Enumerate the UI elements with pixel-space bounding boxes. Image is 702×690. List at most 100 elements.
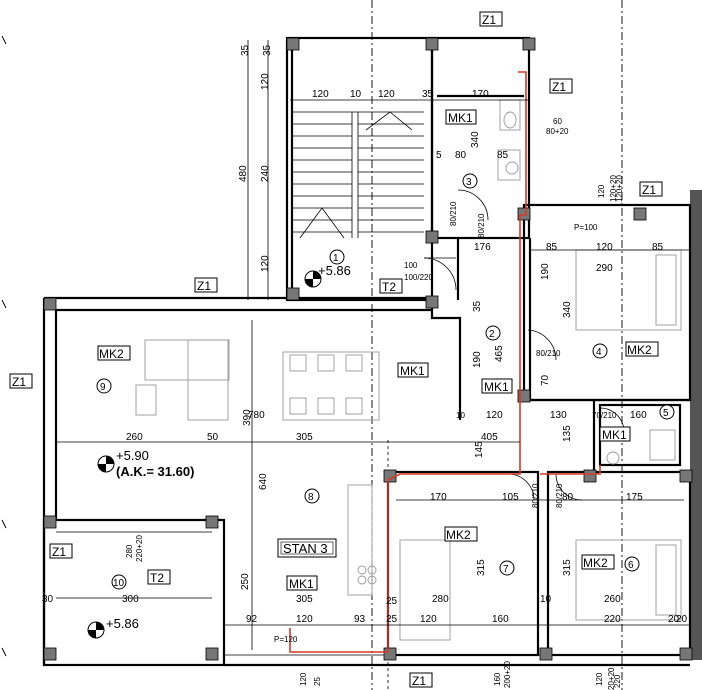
svg-text:120: 120: [378, 89, 395, 100]
zone-tag: Z1: [412, 674, 426, 688]
room-number-9: 9: [100, 382, 106, 393]
svg-text:70/210: 70/210: [592, 411, 617, 420]
mk-label: MK1: [400, 364, 425, 378]
room-number-8: 8: [308, 492, 314, 503]
zone-tag: Z1: [482, 13, 496, 27]
room-number-3: 3: [466, 177, 472, 188]
svg-text:120: 120: [420, 614, 437, 625]
walls: [42, 36, 692, 667]
svg-text:145: 145: [474, 441, 485, 458]
svg-text:10: 10: [350, 89, 362, 100]
svg-text:70: 70: [540, 374, 551, 386]
columns: [43, 37, 693, 661]
svg-text:80: 80: [562, 492, 574, 503]
svg-text:80+20: 80+20: [546, 127, 569, 136]
room-number-10: 10: [113, 578, 125, 589]
mk-label: MK1: [602, 428, 627, 442]
svg-text:10: 10: [540, 594, 552, 605]
svg-text:190: 190: [472, 351, 483, 368]
zone-tag: Z1: [52, 545, 66, 559]
mk-label: MK2: [99, 347, 124, 361]
room-number-4: 4: [596, 347, 602, 358]
room-circles: [96, 173, 675, 590]
svg-text:60: 60: [553, 117, 562, 126]
svg-text:20+20: 20+20: [607, 667, 616, 690]
svg-text:100/220: 100/220: [404, 273, 433, 282]
svg-text:300: 300: [122, 594, 139, 605]
svg-text:120: 120: [597, 184, 606, 198]
door-codes: 80/210 80/210 80/210 80/210 80/210 70/21…: [274, 175, 624, 644]
dimension-lines: [56, 40, 690, 650]
svg-text:260: 260: [604, 594, 621, 605]
svg-text:120: 120: [312, 89, 329, 100]
svg-text:120: 120: [296, 614, 313, 625]
level-absolute: (A.K.= 31.60): [116, 464, 194, 479]
room-number-1: 1: [333, 253, 339, 264]
svg-text:120+20: 120+20: [615, 175, 624, 202]
svg-text:35: 35: [262, 44, 273, 56]
room-number-5: 5: [663, 408, 669, 419]
svg-text:160: 160: [493, 672, 502, 686]
svg-text:280: 280: [125, 544, 134, 558]
mk-label: MK1: [289, 577, 314, 591]
svg-text:80/210: 80/210: [449, 201, 458, 226]
svg-text:25: 25: [386, 596, 398, 607]
zone-tag: Z1: [552, 80, 566, 94]
svg-text:120+20: 120+20: [609, 175, 618, 202]
svg-text:290: 290: [596, 263, 613, 274]
svg-text:170: 170: [430, 492, 447, 503]
svg-text:160: 160: [492, 614, 509, 625]
svg-text:92: 92: [246, 614, 258, 625]
dimension-texts: 120 10 120 35 170 35 35 120 480 240 120 …: [42, 44, 688, 690]
svg-text:120: 120: [596, 242, 613, 253]
adjacent-wall: [690, 190, 702, 660]
svg-text:220: 220: [613, 674, 622, 688]
svg-text:120: 120: [595, 672, 604, 686]
svg-text:30: 30: [42, 594, 54, 605]
svg-text:100: 100: [404, 261, 418, 270]
svg-text:175: 175: [626, 492, 643, 503]
svg-text:390: 390: [242, 409, 253, 426]
svg-text:120: 120: [260, 73, 271, 90]
svg-text:80/210: 80/210: [536, 349, 561, 358]
svg-text:120: 120: [260, 255, 271, 272]
svg-text:170: 170: [472, 89, 489, 100]
svg-text:340: 340: [470, 131, 481, 148]
svg-text:160: 160: [630, 410, 647, 421]
svg-text:305: 305: [296, 594, 313, 605]
zone-tag: Z1: [642, 183, 656, 197]
mk-label: MK2: [583, 556, 608, 570]
svg-text:190: 190: [540, 263, 551, 280]
svg-text:80: 80: [455, 150, 467, 161]
svg-text:35: 35: [240, 44, 251, 56]
svg-text:220: 220: [604, 614, 621, 625]
svg-text:P=120: P=120: [274, 635, 298, 644]
svg-text:93: 93: [354, 614, 366, 625]
svg-text:465: 465: [494, 345, 505, 362]
doors: [423, 189, 625, 501]
mk-label: MK2: [446, 528, 471, 542]
svg-text:80/210: 80/210: [477, 213, 486, 238]
svg-text:50: 50: [207, 432, 219, 443]
mk-label: MK2: [627, 343, 652, 357]
svg-text:P=100: P=100: [574, 223, 598, 232]
svg-text:315: 315: [562, 559, 573, 576]
svg-text:35: 35: [472, 300, 483, 312]
zone-tag: Z1: [12, 375, 26, 389]
svg-text:85: 85: [546, 242, 558, 253]
svg-text:130: 130: [550, 410, 567, 421]
level-terrace: +5.86: [106, 616, 139, 631]
svg-text:176: 176: [474, 242, 491, 253]
terrace-tag: T2: [382, 280, 396, 294]
level-stair: +5.86: [318, 263, 351, 278]
svg-text:20: 20: [676, 614, 688, 625]
svg-text:220+20: 220+20: [135, 535, 144, 562]
pipe-branch: [540, 465, 601, 475]
terrace-tag: T2: [150, 571, 164, 585]
pipe-run: [289, 71, 527, 653]
svg-text:305: 305: [296, 432, 313, 443]
svg-text:200+20: 200+20: [503, 661, 512, 688]
mk-label: MK1: [448, 111, 473, 125]
svg-text:25: 25: [386, 614, 398, 625]
mk-label: MK1: [484, 380, 509, 394]
